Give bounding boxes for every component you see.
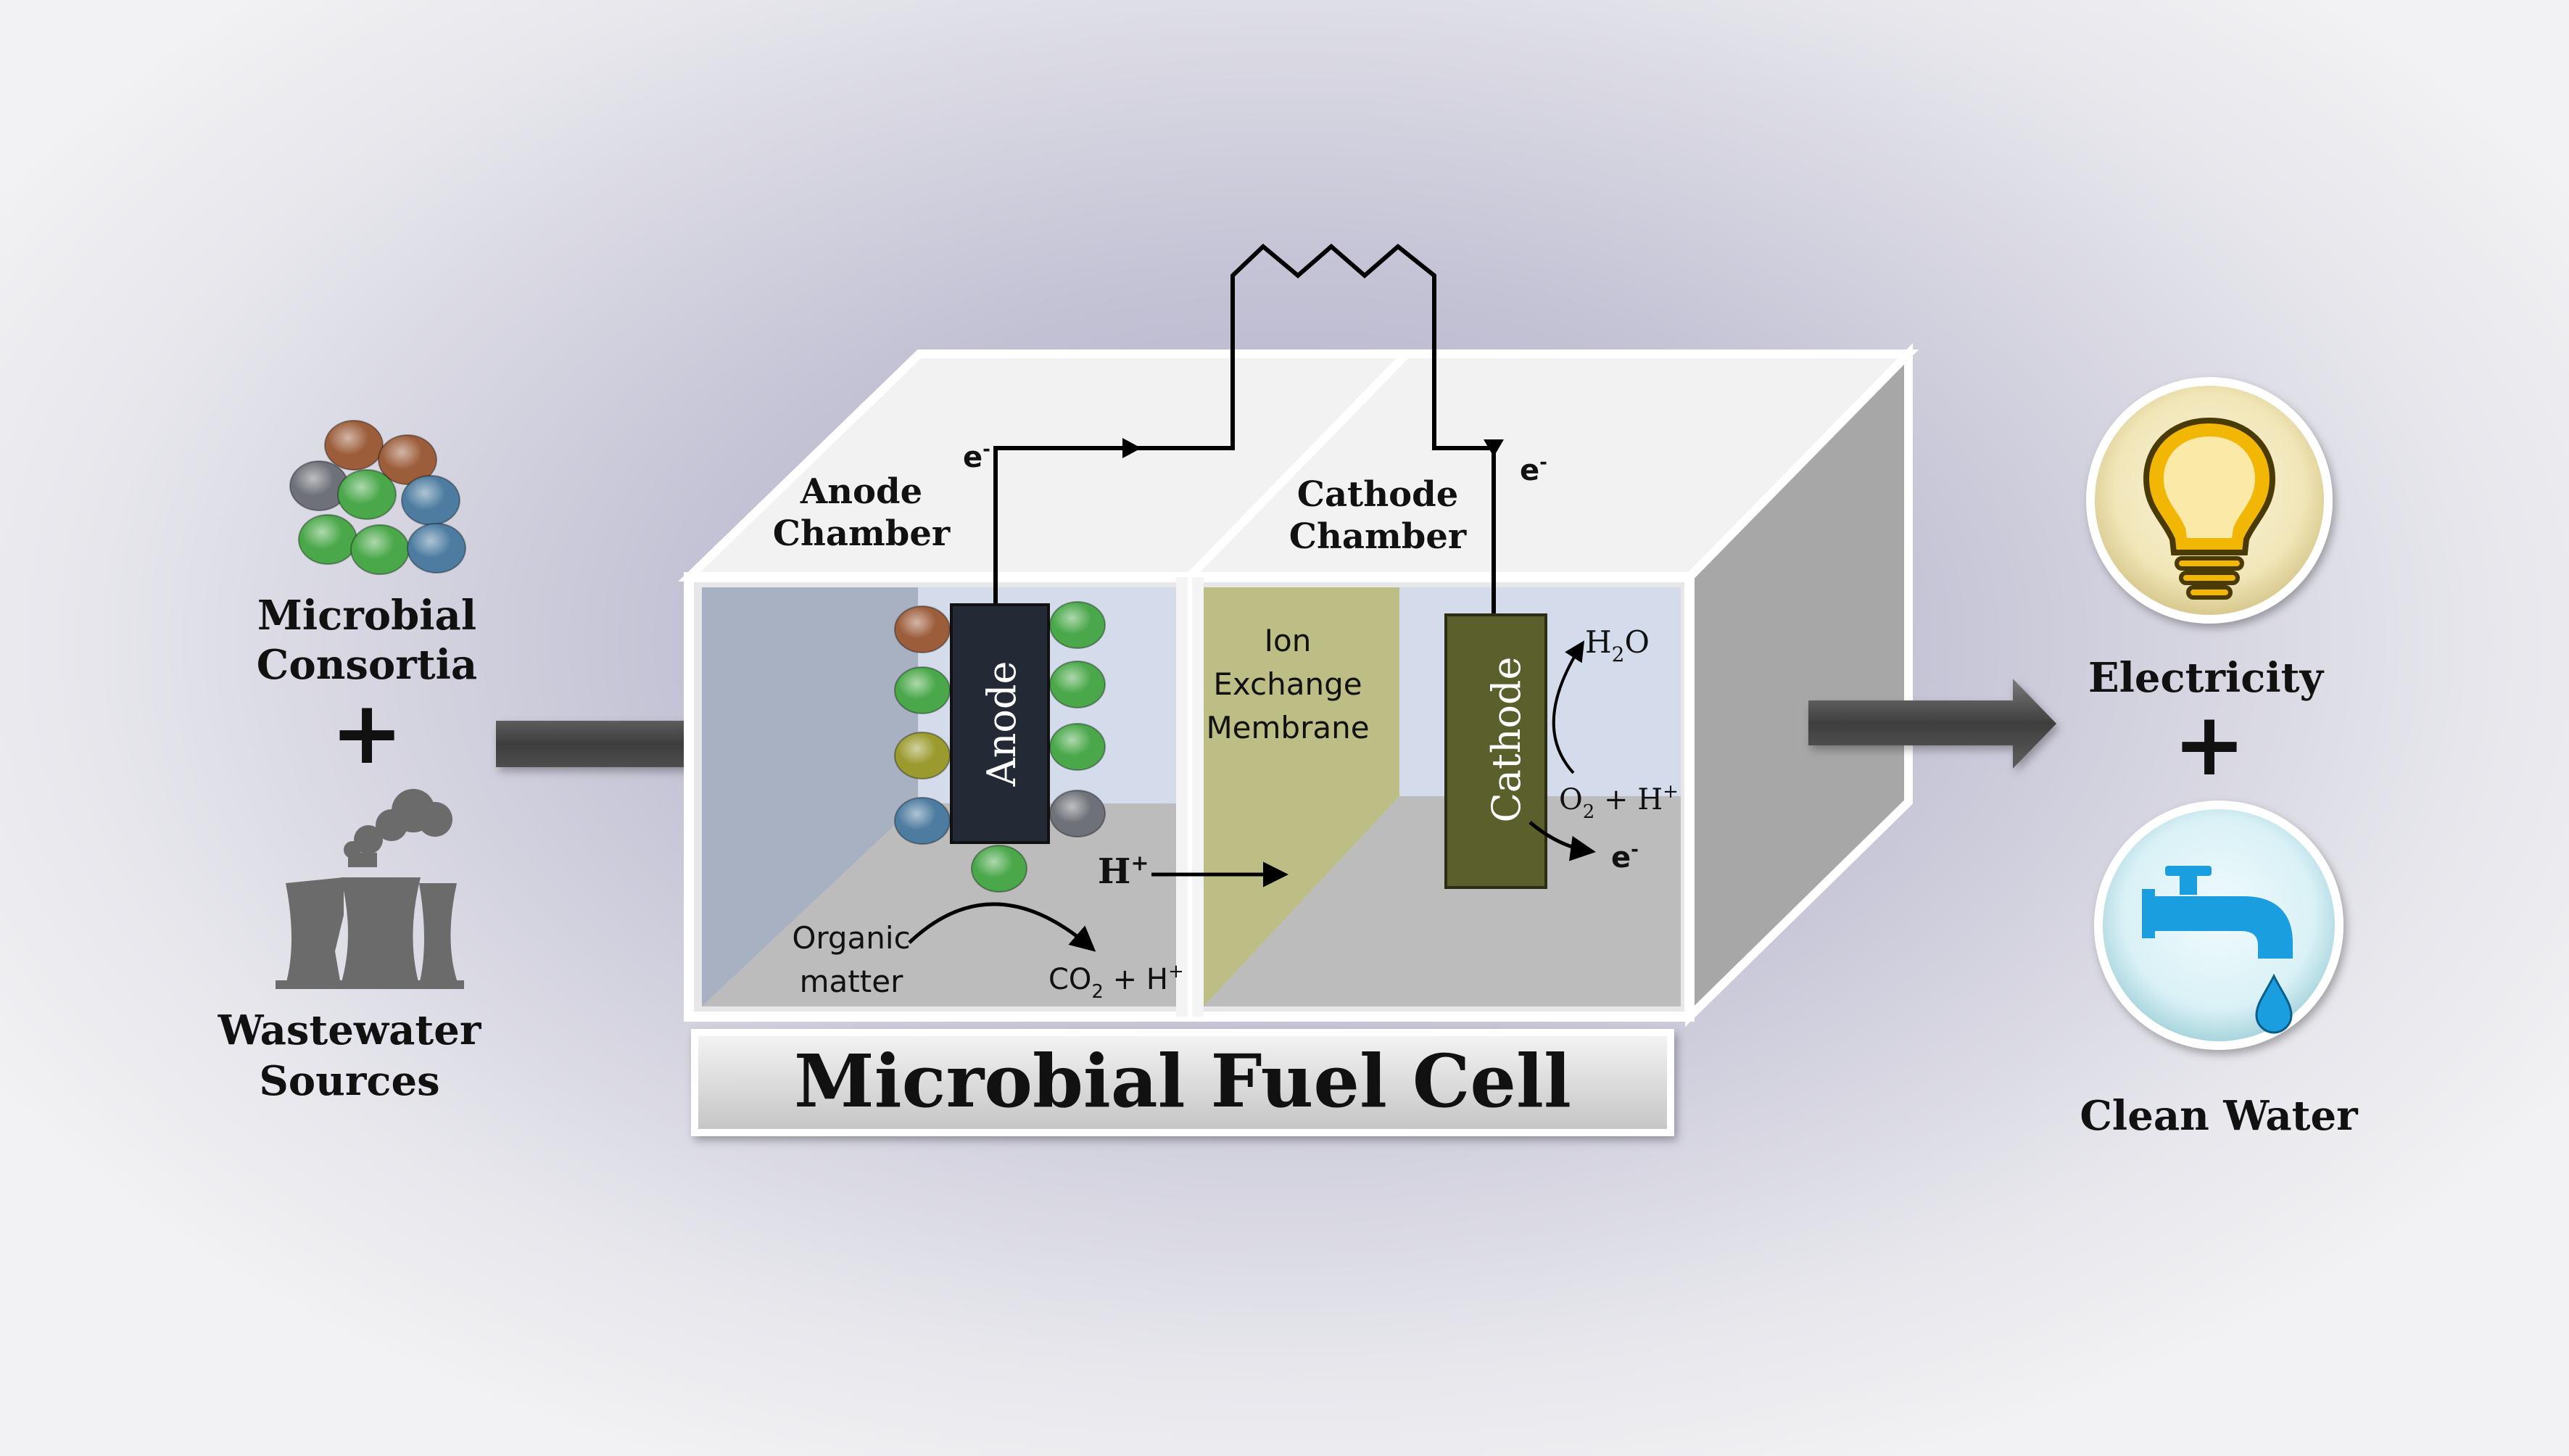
anode-microbe-bead xyxy=(894,797,951,845)
anode-microbe-bead xyxy=(894,666,951,714)
input-plus-sign: + xyxy=(331,683,404,784)
microbe-bead xyxy=(378,434,437,485)
organic-matter-label-1: Organic xyxy=(792,920,910,956)
oxidation-arrow xyxy=(908,902,1096,952)
anode-microbe-bead xyxy=(894,732,951,779)
cathode-chamber-label-1: Cathode xyxy=(1297,474,1459,515)
anode-microbe-bead xyxy=(1049,790,1106,837)
lightbulb-icon xyxy=(2086,377,2333,624)
title-plate xyxy=(691,1029,1674,1136)
proton-label: H+ xyxy=(1098,851,1149,892)
water-product-label: H2O xyxy=(1585,624,1650,666)
anode-chamber-label-1: Anode xyxy=(800,471,922,512)
membrane-label-1: Ion xyxy=(1265,623,1312,658)
electron-label-cathode-bottom: e- xyxy=(1611,839,1639,874)
co2-product-label: CO2 + H+ xyxy=(1048,961,1184,1003)
microbe-bead xyxy=(298,514,357,565)
membrane-label-2: Exchange xyxy=(1213,666,1362,702)
ion-exchange-membrane xyxy=(1204,587,1399,1006)
microbe-bead xyxy=(324,420,384,471)
microbes-icon xyxy=(289,420,466,575)
diagram-title: Microbial Fuel Cell xyxy=(794,1038,1571,1124)
cathode-electron-arrow xyxy=(1528,821,1596,861)
anode-microbe-bead xyxy=(1049,601,1106,649)
microbe-bead xyxy=(407,523,466,574)
anode-electrode-label: Anode xyxy=(979,661,1025,787)
microbial-consortia-label-1: Microbial xyxy=(257,592,476,640)
cathode-electrode xyxy=(1444,613,1547,889)
output-plus-sign: + xyxy=(2173,695,2246,795)
anode-microbe-bead xyxy=(894,605,951,653)
anode-electrode xyxy=(950,603,1050,844)
water-tap-icon xyxy=(2094,801,2343,1050)
electron-label-cathode: e- xyxy=(1520,452,1547,487)
membrane-label-3: Membrane xyxy=(1206,710,1369,745)
reduction-arrow xyxy=(1552,640,1585,774)
microbe-bead xyxy=(289,460,349,511)
microbe-bead xyxy=(337,469,397,520)
electricity-label: Electricity xyxy=(2088,654,2325,702)
fuel-cell-box xyxy=(678,343,1919,1027)
oxygen-reactant-label: O2 + H+ xyxy=(1559,781,1679,823)
anode-microbe-bead xyxy=(971,845,1027,893)
organic-matter-label-2: matter xyxy=(800,964,903,999)
output-arrow-icon xyxy=(1808,679,2056,769)
factory-icon xyxy=(276,789,464,989)
clean-water-label: Clean Water xyxy=(2080,1092,2359,1140)
cathode-chamber-label-2: Chamber xyxy=(1289,516,1467,557)
input-arrow-icon xyxy=(496,698,745,790)
electron-label-anode: e- xyxy=(963,439,990,474)
microbe-bead xyxy=(401,475,460,526)
wastewater-sources-label-2: Sources xyxy=(259,1057,439,1105)
cathode-electrode-label: Cathode xyxy=(1484,656,1529,822)
anode-microbe-bead xyxy=(1049,661,1106,708)
resistor-icon xyxy=(993,243,1504,613)
wastewater-sources-label-1: Wastewater xyxy=(218,1006,482,1054)
microbe-bead xyxy=(350,524,410,575)
microbial-consortia-label-2: Consortia xyxy=(257,641,477,689)
anode-chamber-label-2: Chamber xyxy=(773,513,951,554)
anode-microbes xyxy=(894,601,1106,893)
anode-microbe-bead xyxy=(1049,723,1106,771)
